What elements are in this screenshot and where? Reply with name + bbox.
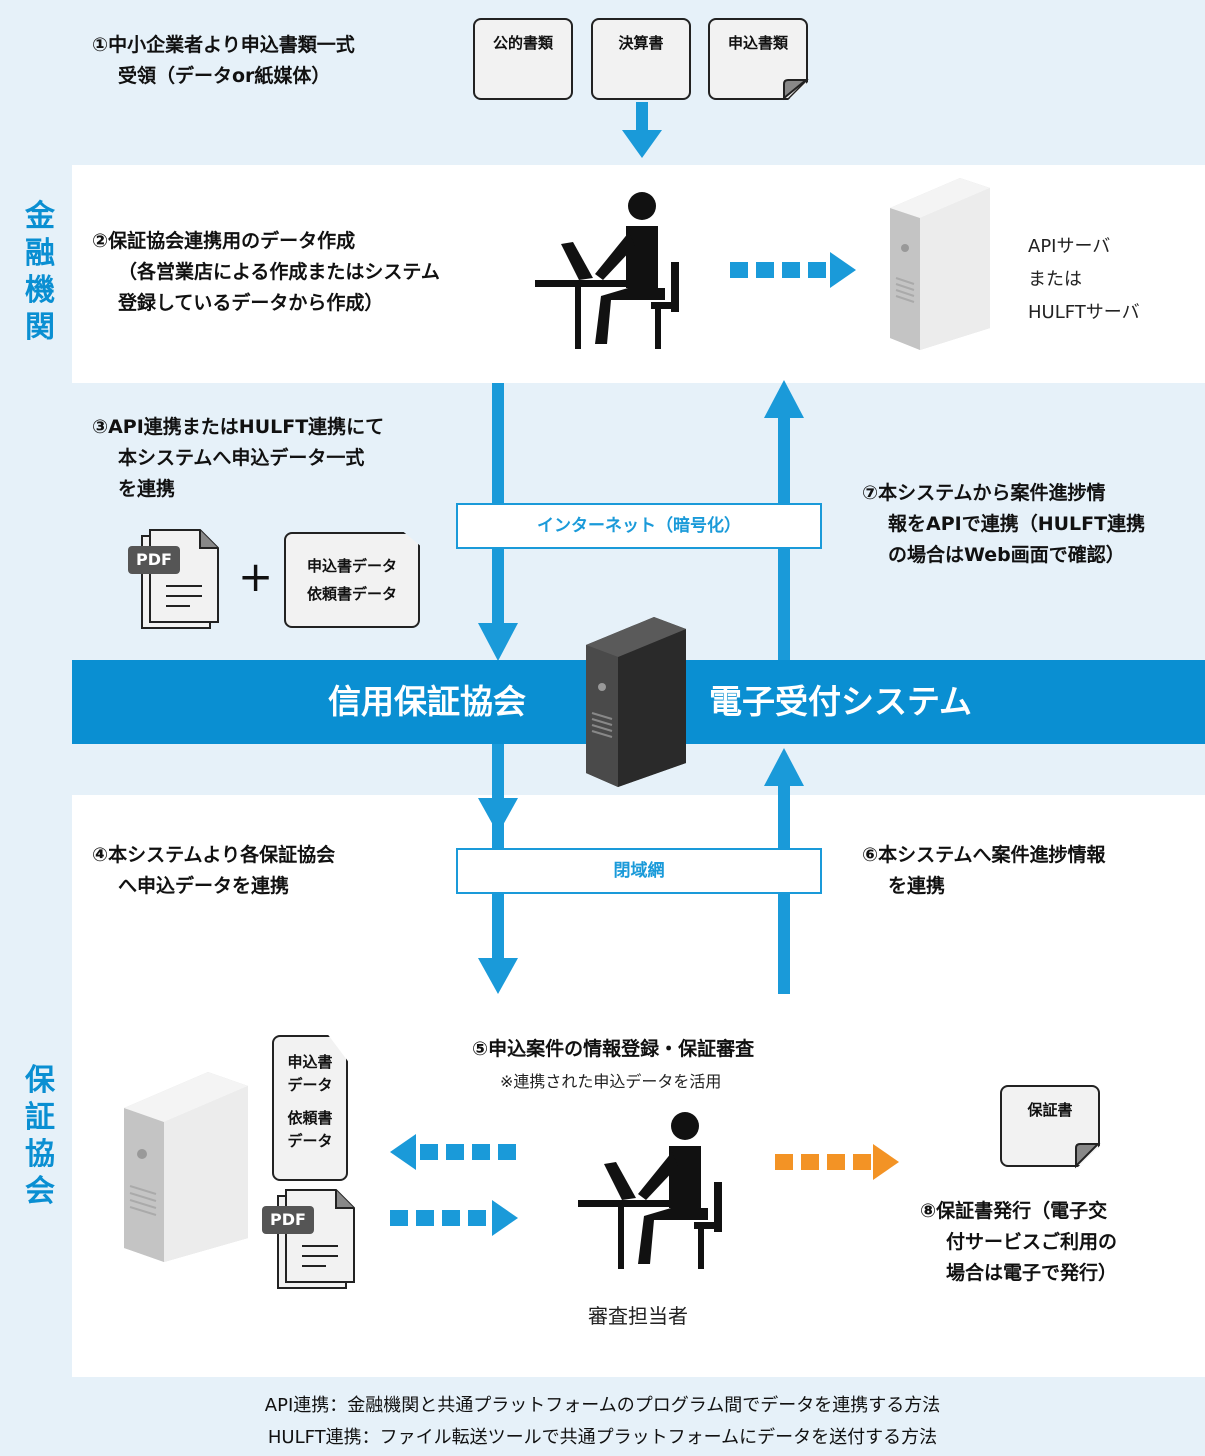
step-4-text: ④本システムより各保証協会 へ申込データを連携: [92, 844, 336, 897]
step-2-text: ②保証協会連携用のデータ作成 （各営業店による作成またはシステム 登録しているデ…: [92, 230, 440, 314]
step-7-text: ⑦本システムから案件進捗情 報をAPIで連携（HULFT連携 の場合はWeb画面…: [862, 482, 1146, 566]
reviewer-person-icon: [578, 1112, 722, 1269]
side-label-financial-institution: 金融機関: [25, 199, 55, 345]
dashed-arrow-to-association-server: [390, 1134, 516, 1170]
step-3-text: ③API連携またはHULFT連携にて 本システムへ申込データ一式 を連携: [92, 416, 385, 500]
step-1-text: ①中小企業者より申込書類一式 受領（データor紙媒体）: [92, 34, 355, 87]
association-server-icon: [124, 1072, 248, 1262]
arrow-down-documents: [622, 102, 662, 158]
guarantee-data-document: 申込書 データ 依頼書 データ: [272, 1035, 348, 1181]
closed-network-box: 閉域網: [456, 848, 822, 894]
step-8-text: ⑧保証書発行（電子交 付サービスご利用の 場合は電子で発行）: [920, 1200, 1118, 1284]
document-corner-fold: [783, 78, 809, 101]
dashed-arrow-to-reviewer: [390, 1200, 518, 1236]
step-5-note: ※連携された申込データを活用: [500, 1072, 722, 1091]
person-at-desk-icon: [535, 192, 679, 349]
reviewer-label: 審査担当者: [588, 1304, 688, 1328]
arrow-lines-closed-upper: [492, 800, 790, 848]
dashed-arrow-to-certificate: [775, 1144, 899, 1180]
pdf-document-icon: [141, 529, 219, 629]
document-public: 公的書類: [473, 18, 573, 100]
document-financial-statement: 決算書: [591, 18, 691, 100]
pdf-badge: PDF: [128, 546, 180, 574]
bar-title-right: 電子受付システム: [709, 682, 973, 721]
step-5-text: ⑤申込案件の情報登録・保証審査: [472, 1038, 755, 1060]
dashed-arrow-to-server: [730, 252, 856, 288]
footer-notes: API連携：金融機関と共通プラットフォームのプログラム間でデータを連携する方法 …: [264, 1395, 941, 1448]
certificate-corner-fold: [1075, 1143, 1101, 1169]
central-server-icon: [586, 617, 686, 787]
guarantee-pdf-badge: PDF: [262, 1206, 314, 1234]
arrow-up-closed-lower: [778, 894, 790, 994]
bar-title-left: 信用保証協会: [328, 682, 526, 721]
internet-encrypted-box: インターネット（暗号化）: [456, 503, 822, 549]
step-6-text: ⑥本システムへ案件進捗情報 を連携: [862, 844, 1106, 897]
side-label-guarantee-association: 保証協会: [25, 1063, 55, 1209]
guarantee-pdf-document-icon: [277, 1189, 355, 1289]
data-document-card: 申込書データ 依頼書データ: [284, 532, 420, 628]
arrow-down-closed-lower: [478, 894, 518, 994]
api-server-icon: [890, 178, 990, 350]
plus-sign: +: [238, 552, 274, 601]
api-server-label: APIサーバ または HULFTサーバ: [1028, 236, 1140, 323]
